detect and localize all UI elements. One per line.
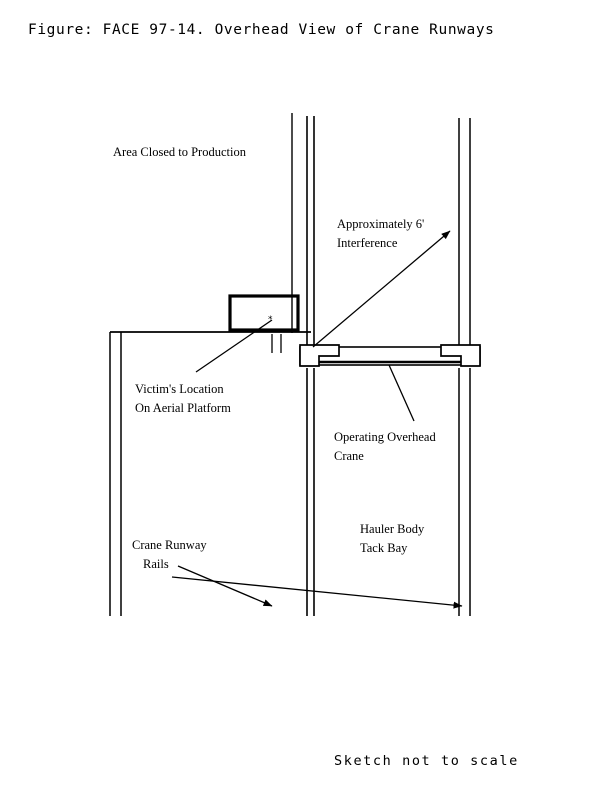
label-operating-crane-line2: Crane <box>334 449 364 463</box>
crane-end-truck-right <box>440 344 481 367</box>
label-area-closed-to-production: Area Closed to Production <box>113 145 246 159</box>
structure-lines <box>109 113 471 616</box>
label-rails-line2: Rails <box>143 557 169 571</box>
crane-end-truck-left <box>299 344 340 367</box>
label-approx-interference-line2: Interference <box>337 236 398 250</box>
platform-mark: * <box>268 315 273 325</box>
sketch-scale-note: Sketch not to scale <box>334 753 519 769</box>
label-victim-line1: Victim's Location <box>135 382 224 396</box>
leader-line-rails-lower <box>171 576 463 609</box>
label-operating-overhead-crane: Operating Overhead Crane <box>334 428 436 466</box>
label-hauler-line2: Tack Bay <box>360 541 408 555</box>
figure-title: Figure: FACE 97-14. Overhead View of Cra… <box>28 22 495 38</box>
label-rails-line1: Crane Runway <box>132 538 207 552</box>
label-approx-interference-line1: Approximately 6' <box>337 217 425 231</box>
leader-lines <box>171 230 463 609</box>
label-crane-runway-rails: Crane Runway Rails <box>132 536 207 574</box>
label-hauler-line1: Hauler Body <box>360 522 425 536</box>
label-victim-location: Victim's Location On Aerial Platform <box>135 380 231 418</box>
aerial-platform-rectangle: * <box>228 294 300 332</box>
leader-line-victim <box>195 319 273 373</box>
label-victim-line2: On Aerial Platform <box>135 401 231 415</box>
leader-line-operating-crane <box>388 364 415 422</box>
crane-bridge-assembly <box>299 344 481 367</box>
leader-line-rails-upper <box>177 565 273 607</box>
leader-line-interference <box>312 230 451 348</box>
label-operating-crane-line1: Operating Overhead <box>334 430 436 444</box>
label-approximate-interference: Approximately 6' Interference <box>337 215 424 253</box>
label-hauler-body-tack-bay: Hauler Body Tack Bay <box>360 520 424 558</box>
